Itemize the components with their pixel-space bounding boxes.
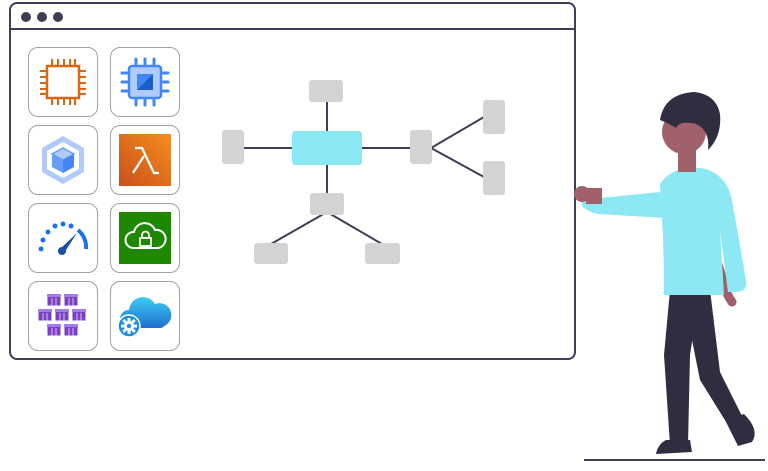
cloud-gear-icon — [117, 297, 172, 338]
front-shoe — [656, 440, 692, 454]
compute-chip-orange-icon — [40, 59, 86, 105]
diagram-node — [254, 243, 288, 264]
diagram-edges — [243, 92, 485, 245]
diagram-node — [222, 130, 244, 164]
shirt — [660, 167, 747, 295]
reaching-sleeve — [580, 190, 664, 218]
cube-hexagon-icon — [42, 136, 84, 184]
window-dot-icon — [21, 12, 31, 22]
window-dot-icon — [37, 12, 47, 22]
front-leg — [664, 290, 700, 445]
diagram-node — [365, 243, 400, 264]
diagram-node — [410, 130, 432, 164]
person-illustration — [574, 92, 765, 461]
browser-window — [9, 2, 576, 360]
diagram-node — [310, 193, 344, 215]
diagram-node — [483, 100, 505, 134]
diagram-node — [309, 80, 343, 102]
cube-hexagon-tile[interactable] — [28, 125, 98, 195]
diagram-node — [483, 161, 505, 195]
compute-chip-orange-tile[interactable] — [28, 47, 98, 117]
speedometer-tile[interactable] — [28, 203, 98, 273]
neck — [678, 148, 696, 172]
window-titlebar — [11, 4, 574, 30]
diagram-hub-node — [292, 131, 362, 165]
network-diagram — [222, 80, 505, 264]
speedometer-icon — [38, 221, 89, 255]
cloud-gear-tile[interactable] — [110, 281, 180, 351]
lambda-icon — [119, 134, 171, 186]
back-shoe — [725, 414, 755, 446]
cloud-lock-tile[interactable] — [110, 203, 180, 273]
wrist — [586, 188, 602, 204]
back-leg — [682, 290, 743, 425]
hair — [660, 92, 721, 150]
compute-chip-blue-icon — [120, 57, 170, 107]
container-cluster-icon — [37, 293, 87, 337]
container-cluster-tile[interactable] — [28, 281, 98, 351]
compute-chip-blue-tile[interactable] — [110, 47, 180, 117]
window-dot-icon — [53, 12, 63, 22]
lambda-tile[interactable] — [110, 125, 180, 195]
cloud-lock-icon — [119, 212, 171, 264]
